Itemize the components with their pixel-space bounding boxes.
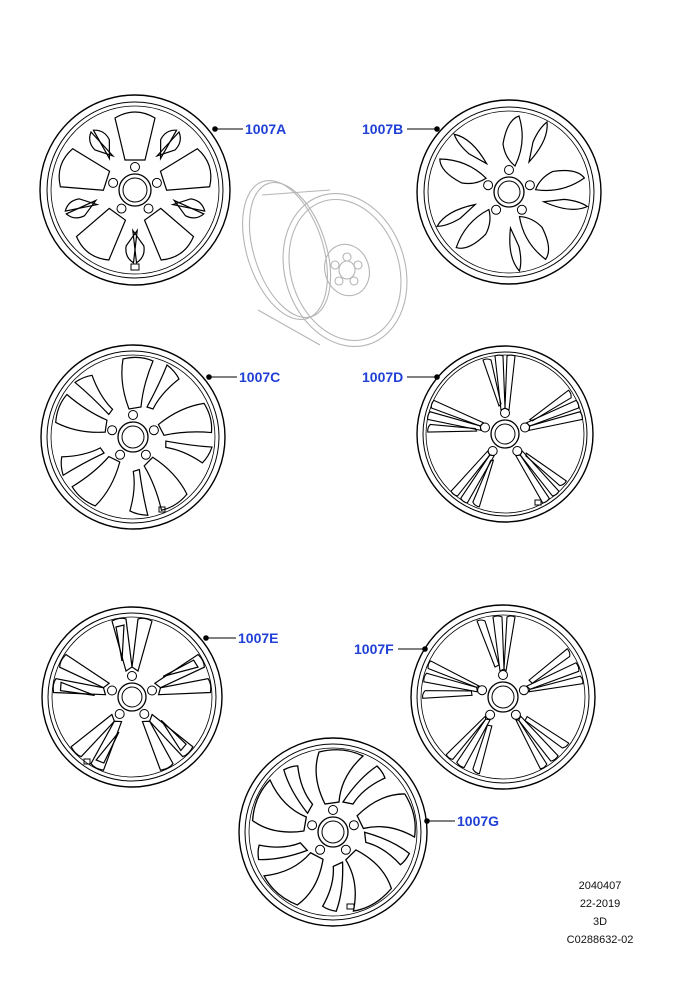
drawing-number: 2040407 — [578, 880, 622, 892]
callout-1007e[interactable]: 1007E — [238, 630, 279, 646]
wheel-1007e — [41, 606, 223, 788]
callout-1007g[interactable]: 1007G — [457, 813, 500, 829]
callout-1007c[interactable]: 1007C — [239, 369, 281, 385]
leader-lines — [203, 126, 455, 824]
drawing-reference: C0288632-02 — [566, 934, 634, 946]
wheel-1007f — [410, 604, 596, 790]
wheel-1007b — [416, 99, 602, 285]
callout-1007a[interactable]: 1007A — [245, 121, 287, 137]
wheel-1007c — [40, 344, 226, 530]
drawing-date-code: 22-2019 — [579, 898, 621, 910]
drawing-view-type: 3D — [592, 916, 608, 928]
callout-1007b[interactable]: 1007B — [362, 121, 404, 137]
wheel-1007g — [238, 737, 428, 930]
callout-1007d[interactable]: 1007D — [362, 369, 404, 385]
wheel-1007a — [39, 94, 231, 286]
wheel-perspective-view — [242, 179, 408, 348]
wheel-1007d — [416, 345, 594, 523]
callout-1007f[interactable]: 1007F — [354, 641, 394, 657]
